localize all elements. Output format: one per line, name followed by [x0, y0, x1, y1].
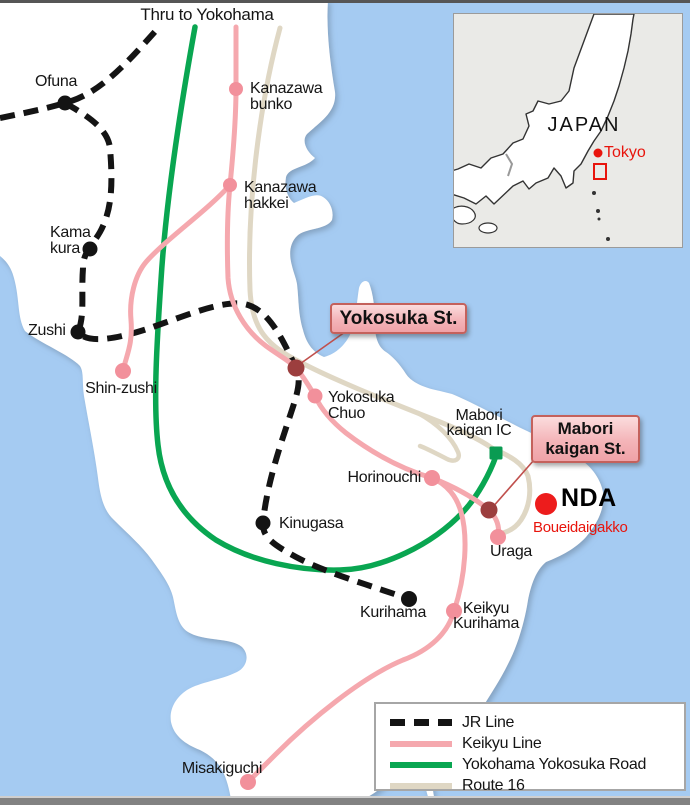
legend-label-jr: JR Line	[462, 713, 515, 731]
route16-interchange-ramp	[415, 410, 461, 463]
yokosuka-callout-pointer	[296, 331, 346, 367]
station-label-kinugasa: Kinugasa	[279, 515, 344, 532]
station-dot-zushi	[70, 324, 86, 340]
jr-line-path-main	[63, 100, 410, 602]
screenshot-bottom-edge	[0, 796, 690, 805]
japan-inset-canvas	[447, 13, 635, 241]
station-label-zushi: Zushi	[28, 322, 66, 339]
nda-label: NDA	[561, 484, 617, 512]
station-label-misakiguchi: Misakiguchi	[181, 760, 263, 777]
legend-label-route16: Route 16	[462, 776, 525, 794]
callout-yokosuka-st: Yokosuka St.	[330, 303, 467, 334]
japan-inset-map: JAPAN Tokyo	[447, 13, 683, 248]
legend-box: JR Line Keikyu Line Yokohama Yokosuka Ro…	[374, 702, 686, 794]
screenshot-top-edge	[0, 0, 690, 3]
mabori-callout-pointer	[490, 459, 535, 510]
station-dot-misakiguchi	[240, 774, 256, 790]
keikyu-line-path-main	[224, 24, 468, 785]
station-label-yokosuka-chuo: Yokosuka Chuo	[328, 389, 395, 422]
station-label-kurihama: Kurihama	[359, 604, 427, 621]
station-dot-keikyu-kurihama	[446, 603, 462, 619]
station-dot-kanazawa-bunko	[229, 82, 243, 96]
japan-noto-peninsula-mark	[505, 153, 514, 177]
map-area-indicator-box	[593, 163, 607, 180]
station-dot-horinouchi	[424, 470, 440, 486]
inset-tokyo-label: Tokyo	[604, 144, 646, 161]
station-label-shin-zushi: Shin-zushi	[85, 380, 157, 397]
poi-label-mabori-kaigan-ic: Mabori kaigan IC	[446, 407, 512, 439]
callout-mabori-kaigan-st: Mabori kaigan St.	[531, 415, 640, 463]
legend-label-keikyu: Keikyu Line	[462, 734, 542, 752]
station-label-kanazawa-bunko: Kanazawa bunko	[250, 80, 323, 113]
japan-island-blob-2	[478, 222, 498, 234]
legend-label-road: Yokohama Yokosuka Road	[462, 755, 647, 773]
tokyo-dot	[593, 148, 603, 158]
legend-row-road: Yokohama Yokosuka Road	[390, 754, 674, 775]
izu-island-dot-3	[597, 217, 601, 221]
station-label-horinouchi: Horinouchi	[347, 469, 422, 486]
station-dot-kamakura	[82, 241, 98, 257]
jr-line-path-north	[0, 24, 163, 121]
station-label-kanazawa-hakkei: Kanazawa hakkei	[244, 179, 317, 212]
station-dot-yokosuka-st	[287, 359, 305, 377]
izu-island-dot-2	[596, 209, 600, 213]
japan-island-blob-1	[450, 205, 476, 225]
station-dot-mabori-kaigan-st	[480, 501, 498, 519]
legend-row-route16: Route 16	[390, 775, 674, 796]
keikyu-line-branch-shinzushi	[120, 182, 233, 374]
izu-island-dot-4	[606, 237, 610, 241]
station-dot-uraga	[490, 529, 506, 545]
station-label-ofuna: Ofuna	[34, 73, 78, 90]
station-label-keikyu-kurihama: Keikyu Kurihama	[452, 600, 520, 632]
jr-line-swatch	[390, 719, 452, 726]
legend-row-keikyu: Keikyu Line	[390, 733, 674, 754]
legend-row-jr: JR Line	[390, 712, 674, 733]
station-dot-ofuna	[57, 95, 73, 111]
station-dot-kurihama	[401, 591, 417, 607]
station-label-uraga: Uraga	[489, 543, 533, 560]
nda-subtitle-label: Boueidaigakko	[533, 519, 628, 536]
izu-island-dot-1	[592, 191, 596, 195]
japan-honshu-outline	[447, 13, 635, 205]
inset-country-label: JAPAN	[547, 114, 621, 136]
station-dot-kinugasa	[255, 515, 271, 531]
station-dot-kanazawa-hakkei	[223, 178, 237, 192]
station-label-kamakura: Kama kura	[50, 224, 91, 257]
yokohama-yokosuka-road-path	[152, 24, 499, 573]
station-dot-yokosuka-chuo	[307, 388, 323, 404]
keikyu-line-swatch	[390, 740, 452, 747]
yokohama-yokosuka-road-swatch	[390, 761, 452, 768]
nda-marker-dot	[535, 493, 557, 515]
route16-swatch	[390, 782, 452, 789]
station-dot-shin-zushi	[115, 363, 131, 379]
note-thru-to-yokohama: Thru to Yokohama	[140, 5, 274, 24]
mabori-kaigan-ic-marker	[489, 446, 503, 460]
